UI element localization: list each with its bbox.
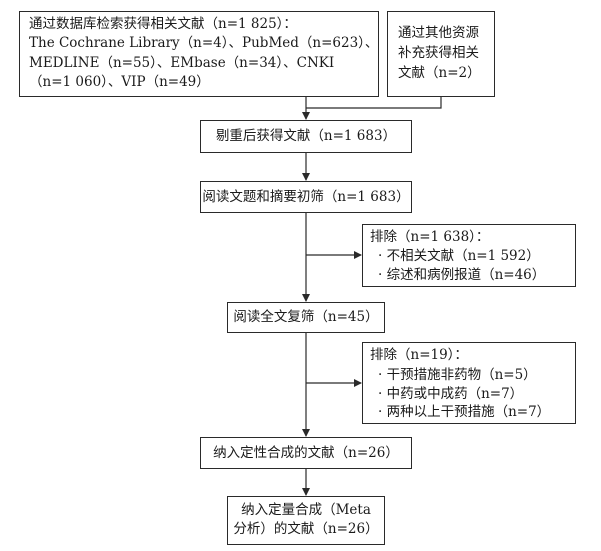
connector-other-box (306, 97, 442, 109)
fulltext-screen-box: 阅读全文复筛（n=45） (227, 302, 385, 333)
exclusion2-item-1: · 干预措施非药物（n=5） (378, 367, 537, 383)
exclusion1-item-2: · 综述和病例报道（n=46） (378, 267, 546, 283)
exclusion-box-1: 排除（n=1 638）： · 不相关文献（n=1 592） · 综述和病例报道（… (362, 224, 576, 287)
dedup-box: 剔重后获得文献（n=1 683） (200, 120, 412, 153)
title-abstract-screen-box: 阅读文题和摘要初筛（n=1 683） (200, 181, 412, 213)
database-search-box: 通过数据库检索获得相关文献（n=1 825）： The Cochrane Lib… (19, 11, 379, 97)
quantitative-line-2: 分析）的文献（n=26） (233, 521, 379, 537)
fulltext-text: 阅读全文复筛（n=45） (233, 309, 379, 325)
qualitative-synthesis-box: 纳入定性合成的文献（n=26） (200, 437, 412, 469)
source-line-2: The Cochrane Library（n=4）、PubMed（n=623）、 (29, 35, 379, 51)
quantitative-synthesis-box: 纳入定量合成（Meta 分析）的文献（n=26） (227, 496, 385, 545)
dedup-text: 剔重后获得文献（n=1 683） (215, 128, 397, 144)
source-line-4: （n=1 060）、VIP（n=49） (29, 74, 210, 90)
qualitative-text: 纳入定性合成的文献（n=26） (213, 445, 399, 461)
exclusion2-title: 排除（n=19）： (370, 347, 468, 363)
exclusion1-item-1: · 不相关文献（n=1 592） (378, 248, 540, 264)
other-line-2: 补充获得相关 (398, 45, 479, 61)
other-line-3: 文献（n=2） (398, 65, 481, 81)
other-sources-box: 通过其他资源 补充获得相关 文献（n=2） (387, 11, 495, 97)
screen-text: 阅读文题和摘要初筛（n=1 683） (202, 189, 410, 205)
source-line-3: MEDLINE（n=55）、EMbase（n=34）、CNKI (29, 55, 335, 71)
source-line-1: 通过数据库检索获得相关文献（n=1 825）： (29, 16, 297, 32)
quantitative-line-1: 纳入定量合成（Meta (241, 502, 371, 518)
exclusion-box-2: 排除（n=19）： · 干预措施非药物（n=5） · 中药或中成药（n=7） ·… (362, 342, 576, 424)
exclusion2-item-3: · 两种以上干预措施（n=7） (378, 404, 551, 420)
exclusion2-item-2: · 中药或中成药（n=7） (378, 386, 524, 402)
other-line-1: 通过其他资源 (398, 25, 479, 41)
exclusion1-title: 排除（n=1 638）： (370, 229, 490, 245)
